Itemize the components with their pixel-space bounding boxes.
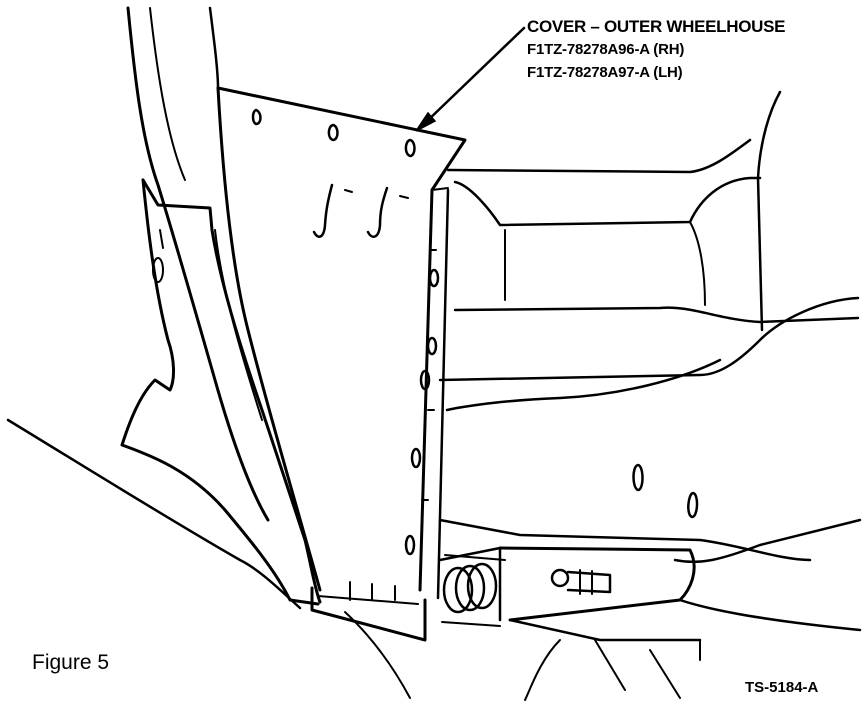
callout-part-rh: F1TZ-78278A96-A (RH)	[527, 41, 685, 58]
wheelhouse-cover-panel	[216, 86, 467, 642]
reference-code: TS-5184-A	[745, 679, 819, 696]
callout-leader-arrow	[415, 26, 526, 132]
fender-arch	[126, 6, 270, 522]
callout-title: COVER – OUTER WHEELHOUSE	[527, 17, 786, 36]
splash-shield	[120, 178, 322, 606]
figure-caption: Figure 5	[32, 651, 110, 674]
inner-body-structure	[438, 90, 860, 519]
callout-part-lh: F1TZ-78278A97-A (LH)	[527, 64, 683, 81]
frame-bracket-assembly	[438, 518, 862, 701]
